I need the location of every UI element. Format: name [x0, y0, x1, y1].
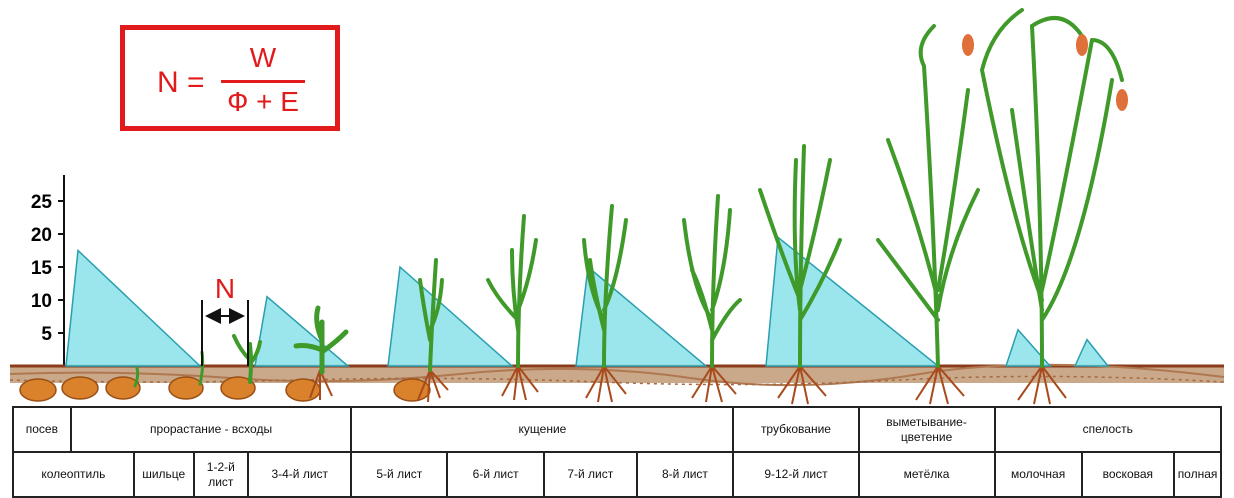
- grain-icon: [1076, 34, 1088, 56]
- stage-cell: спелость: [993, 406, 1223, 453]
- sprout-icon: [133, 366, 140, 388]
- heading-plant-icon: [876, 24, 980, 368]
- substage-cell: шильце: [132, 451, 195, 498]
- seed-icon: [105, 376, 141, 400]
- tiller-plant-icon: [486, 214, 538, 368]
- seed-icon: [220, 376, 256, 400]
- substage-cell: 9-12-й лист: [732, 451, 860, 498]
- substage-cell: 8-й лист: [635, 451, 735, 498]
- stage-triangle: [254, 295, 351, 367]
- substage-cell: 5-й лист: [350, 451, 449, 498]
- stage-triangle: [575, 265, 709, 367]
- substage-cell: 1-2-й лист: [192, 451, 250, 498]
- formula-lhs: N =: [157, 66, 205, 99]
- stage-cell: посев: [12, 406, 72, 453]
- stage-triangle: [65, 248, 202, 367]
- formula-numerator: W: [249, 42, 277, 73]
- panicle-grains: [962, 34, 1128, 111]
- y-tick-label: 15: [31, 258, 53, 279]
- formula-denominator: Ф + Е: [227, 86, 299, 117]
- seedling-icon: [293, 305, 349, 375]
- seed-icon: [19, 378, 57, 402]
- stage-triangle: [1004, 328, 1052, 367]
- substage-cell: колеоптиль: [12, 451, 135, 498]
- grain-icon: [962, 34, 974, 56]
- stage-cell: трубкование: [732, 406, 860, 453]
- seed-icon: [168, 376, 204, 400]
- shooting-plant-icon: [758, 144, 842, 368]
- y-tick-label: 20: [31, 225, 52, 246]
- tiller-plant-icon: [682, 194, 742, 368]
- substage-cell: полная: [1173, 451, 1222, 498]
- y-tick-label: 10: [31, 291, 52, 312]
- seed-icon: [393, 378, 431, 402]
- substage-cell: восковая: [1080, 451, 1176, 498]
- stage-triangle: [765, 235, 941, 367]
- seeds: [19, 376, 431, 402]
- spacing-marker-label: N: [215, 273, 235, 304]
- tiller-plant-icon: [582, 204, 628, 368]
- grain-icon: [1116, 89, 1128, 111]
- substage-cell: молочная: [993, 451, 1083, 498]
- substage-cell: метёлка: [857, 451, 996, 498]
- stage-cell: кущение: [350, 406, 735, 453]
- seed-icon: [61, 376, 99, 400]
- stage-cell: прорастание - всходы: [69, 406, 353, 453]
- substage-cell: 7-й лист: [543, 451, 638, 498]
- y-tick-label: 5: [41, 324, 52, 345]
- mature-plant-icon: [980, 8, 1124, 368]
- plants: [133, 8, 1124, 388]
- spacing-marker: N: [201, 273, 249, 366]
- tiller-plant-icon: [418, 258, 444, 372]
- stage-triangle: [387, 265, 514, 367]
- y-axis-ticks: 5 10 15 20 25: [31, 192, 64, 345]
- y-tick-label: 25: [31, 192, 53, 213]
- substage-cell: 6-й лист: [446, 451, 546, 498]
- stage-cell: выметывание-цветение: [857, 406, 996, 453]
- substage-cell: 3-4-й лист: [247, 451, 353, 498]
- growth-diagram: 5 10 15 20 25: [9, 8, 1225, 405]
- stage-triangle: [1073, 338, 1110, 367]
- fraction-bar: [221, 80, 305, 83]
- formula-box: N = W Ф + Е: [120, 25, 340, 131]
